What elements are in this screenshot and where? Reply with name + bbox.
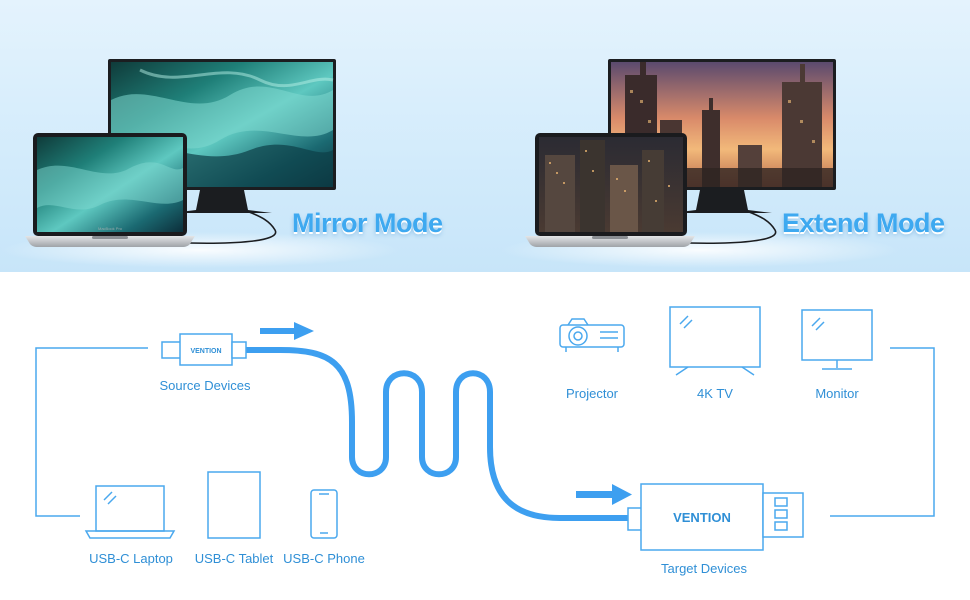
laptop-label: USB-C Laptop <box>89 551 173 566</box>
monitor-icon <box>801 309 873 370</box>
phone-label: USB-C Phone <box>283 551 365 566</box>
arrow-right-icon <box>576 484 632 505</box>
target-adapter-icon: VENTION <box>627 483 804 551</box>
target-devices-label: Target Devices <box>661 561 747 576</box>
laptop-icon <box>84 485 176 539</box>
target-bracket-line <box>830 347 935 517</box>
source-brand-text: VENTION <box>190 348 221 355</box>
connection-diagram: VENTION VENTION <box>0 272 970 600</box>
mirror-laptop: MacBook Pro <box>25 133 195 247</box>
tv-label: 4K TV <box>697 386 733 401</box>
source-bracket-line <box>35 347 148 517</box>
connection-diagram-graphics: VENTION VENTION <box>35 306 935 551</box>
source-connector-icon: VENTION <box>161 333 247 366</box>
projector-icon <box>559 318 625 352</box>
arrow-right-icon <box>260 322 314 340</box>
projector-label: Projector <box>565 386 619 401</box>
tv-icon <box>669 306 761 376</box>
extend-mode-title: Extend Mode <box>782 208 945 238</box>
source-devices-label: Source Devices <box>159 378 251 393</box>
display-modes-illustration: MacBook Pro <box>0 59 900 268</box>
tablet-icon <box>207 471 261 539</box>
tablet-label: USB-C Tablet <box>194 551 274 566</box>
laptop-brand-text: MacBook Pro <box>98 226 123 231</box>
monitor-label: Monitor <box>815 386 859 401</box>
usb-c-cable <box>243 347 635 521</box>
target-brand-text: VENTION <box>673 510 731 525</box>
mirror-mode-title: Mirror Mode <box>292 208 443 238</box>
display-modes-panel: MacBook Pro <box>0 0 970 272</box>
extend-laptop <box>525 133 695 247</box>
phone-icon <box>310 489 338 539</box>
